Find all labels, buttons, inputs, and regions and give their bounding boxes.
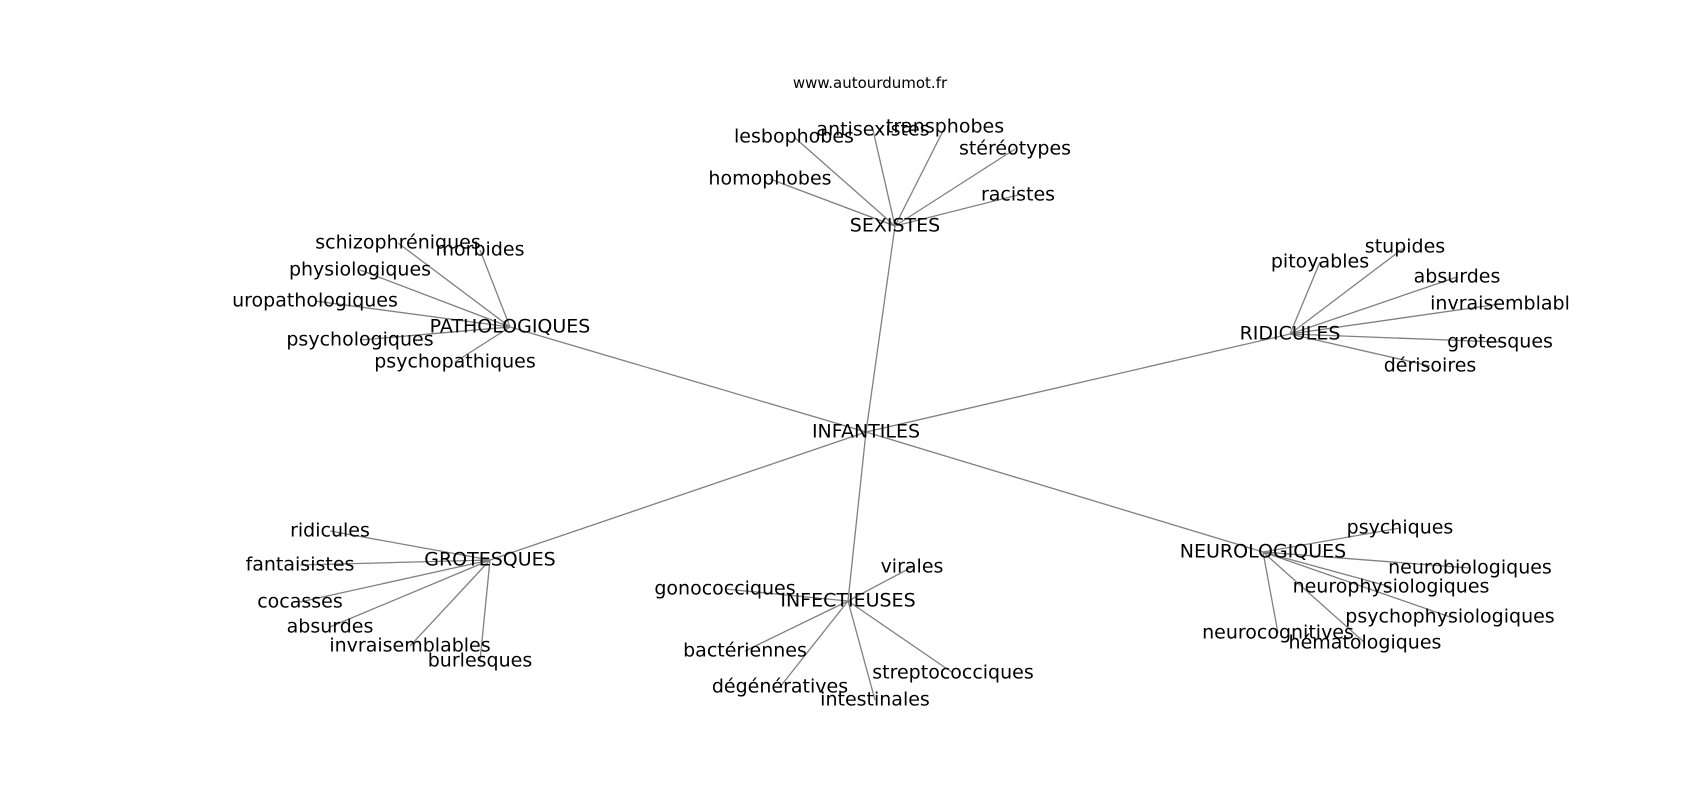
edge-grotesques-5 [479, 559, 491, 662]
word-node-label[interactable]: morbides [436, 239, 525, 261]
group-node-label[interactable]: SEXISTES [850, 215, 940, 237]
word-node-label[interactable]: physiologiques [289, 259, 431, 281]
word-node-label[interactable]: psychopathiques [374, 351, 535, 373]
edge-ridicules-1 [1289, 246, 1406, 335]
labels-layer: INFANTILESSEXISTEShomophobeslesbophobesa… [232, 116, 1570, 711]
edge-ridicules-4 [1289, 333, 1501, 343]
word-node-label[interactable]: uropathologiques [232, 290, 398, 312]
edge-pathologiques-0 [397, 242, 511, 328]
source-watermark: www.autourdumot.fr [793, 74, 948, 92]
edge-neurologiques-0 [1262, 527, 1401, 553]
word-node-label[interactable]: stupides [1365, 236, 1445, 258]
edge-root-sexistes [865, 225, 896, 433]
edge-sexistes-2 [872, 129, 896, 227]
word-node-label[interactable]: intestinales [820, 689, 930, 711]
edge-ridicules-3 [1289, 303, 1501, 335]
edge-sexistes-5 [894, 194, 1019, 227]
edge-root-infectieuses [847, 431, 867, 602]
edge-grotesques-2 [299, 559, 491, 603]
word-node-label[interactable]: racistes [981, 184, 1055, 206]
word-node-label[interactable]: psychologiques [286, 329, 433, 351]
word-node-label[interactable]: psychophysiologiques [1345, 606, 1554, 628]
edge-neurologiques-5 [1262, 551, 1366, 644]
edge-grotesques-3 [329, 559, 491, 628]
root-node-label[interactable]: INFANTILES [812, 421, 920, 443]
edge-ridicules-5 [1289, 333, 1431, 367]
edge-infectieuses-4 [847, 600, 876, 701]
word-node-label[interactable]: homophobes [708, 168, 831, 190]
word-node-label[interactable]: hématologiques [1289, 632, 1442, 654]
word-node-label[interactable]: psychiques [1347, 517, 1454, 539]
word-node-label[interactable]: antisexistes [816, 119, 929, 141]
edge-infectieuses-1 [724, 588, 849, 602]
edge-grotesques-0 [329, 530, 491, 561]
word-node-label[interactable]: dégénératives [712, 676, 848, 698]
edges-layer [299, 126, 1501, 701]
word-node-label[interactable]: pitoyables [1271, 251, 1369, 273]
word-node-label[interactable]: grotesques [1447, 331, 1553, 353]
edge-neurologiques-1 [1262, 551, 1471, 569]
edge-neurologiques-3 [1262, 551, 1451, 618]
edge-root-pathologiques [509, 326, 867, 433]
group-node-label[interactable]: INFECTIEUSES [780, 590, 915, 612]
word-node-label[interactable]: neurocognitives [1202, 622, 1354, 644]
word-node-label[interactable]: burlesques [428, 650, 532, 672]
word-node-label[interactable]: neurophysiologiques [1293, 576, 1490, 598]
group-node-label[interactable]: NEUROLOGIQUES [1180, 541, 1346, 563]
edge-ridicules-0 [1289, 261, 1321, 335]
edge-neurologiques-2 [1262, 551, 1392, 588]
edge-infectieuses-5 [847, 600, 954, 674]
edge-grotesques-1 [299, 559, 491, 566]
word-node-label[interactable]: streptococciques [872, 662, 1034, 684]
edge-pathologiques-2 [359, 269, 511, 328]
edge-sexistes-4 [894, 148, 1016, 227]
group-node-label[interactable]: RIDICULES [1240, 323, 1341, 345]
edge-pathologiques-3 [314, 300, 511, 328]
word-node-label[interactable]: transphobes [886, 116, 1004, 138]
edge-pathologiques-1 [479, 249, 511, 328]
word-node-label[interactable]: bactériennes [683, 640, 807, 662]
edge-infectieuses-2 [744, 600, 849, 652]
word-node-label[interactable]: neurobiologiques [1388, 557, 1552, 579]
word-node-label[interactable]: dérisoires [1384, 355, 1477, 377]
edge-infectieuses-0 [847, 566, 913, 602]
word-node-label[interactable]: invraisemblables [329, 635, 490, 657]
edge-grotesques-4 [409, 559, 491, 647]
word-node-label[interactable]: gonococciques [654, 578, 795, 600]
edge-pathologiques-5 [454, 326, 511, 363]
word-node-label[interactable]: ridicules [290, 520, 370, 542]
word-node-label[interactable]: stéréotypes [959, 138, 1071, 160]
word-node-label[interactable]: absurdes [287, 616, 374, 638]
word-node-label[interactable]: fantaisistes [246, 554, 355, 576]
edge-sexistes-1 [793, 136, 896, 227]
edge-root-ridicules [865, 333, 1291, 433]
edge-neurologiques-4 [1262, 551, 1279, 634]
word-node-label[interactable]: virales [881, 556, 944, 578]
word-node-label[interactable]: invraisemblabl [1430, 293, 1570, 315]
edge-root-grotesques [489, 431, 867, 561]
edge-infectieuses-3 [779, 600, 849, 688]
word-node-label[interactable]: absurdes [1414, 266, 1501, 288]
group-node-label[interactable]: PATHOLOGIQUES [430, 316, 591, 338]
word-node-label[interactable]: cocasses [257, 591, 343, 613]
word-node-label[interactable]: schizophréniques [315, 232, 480, 254]
edge-ridicules-2 [1289, 276, 1458, 335]
group-node-label[interactable]: GROTESQUES [424, 549, 555, 571]
edge-sexistes-0 [769, 178, 896, 227]
edge-pathologiques-4 [359, 326, 511, 341]
edge-root-neurologiques [865, 431, 1264, 553]
edge-sexistes-3 [894, 126, 946, 227]
word-node-label[interactable]: lesbophobes [734, 126, 854, 148]
